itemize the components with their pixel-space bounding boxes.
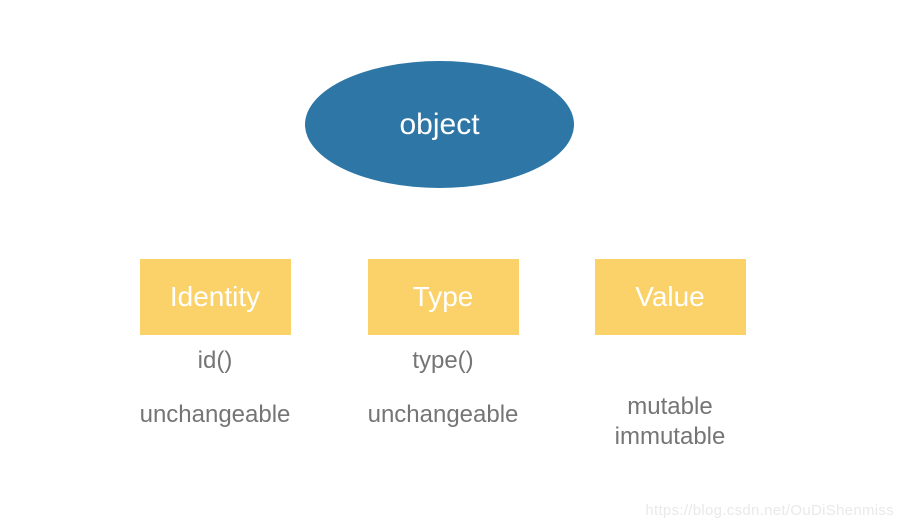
value-box-label: Value	[635, 281, 705, 312]
value-func-label	[550, 348, 790, 374]
type-func-label: type()	[412, 347, 474, 374]
value-note-line: immutable	[614, 423, 726, 450]
type-column: Type type() unchangeable	[323, 259, 563, 430]
identity-column: Identity id() unchangeable	[95, 259, 335, 430]
type-notes: unchangeable	[323, 400, 563, 430]
identity-func-label: id()	[197, 347, 233, 374]
value-column: Value mutable immutable	[550, 259, 790, 452]
identity-box-label: Identity	[169, 281, 261, 312]
identity-box: Identity	[139, 259, 291, 335]
value-box: Value	[594, 259, 746, 335]
type-box: Type	[367, 259, 519, 335]
value-notes: mutable immutable	[550, 392, 790, 452]
object-ellipse: object	[305, 61, 574, 188]
value-note-line: mutable	[627, 393, 713, 420]
type-note-line: unchangeable	[367, 401, 519, 428]
identity-note-line: unchangeable	[139, 401, 291, 428]
identity-notes: unchangeable	[95, 400, 335, 430]
type-box-label: Type	[412, 281, 474, 312]
watermark-text: https://blog.csdn.net/OuDiShenmiss	[645, 502, 894, 519]
object-label: object	[399, 107, 480, 141]
